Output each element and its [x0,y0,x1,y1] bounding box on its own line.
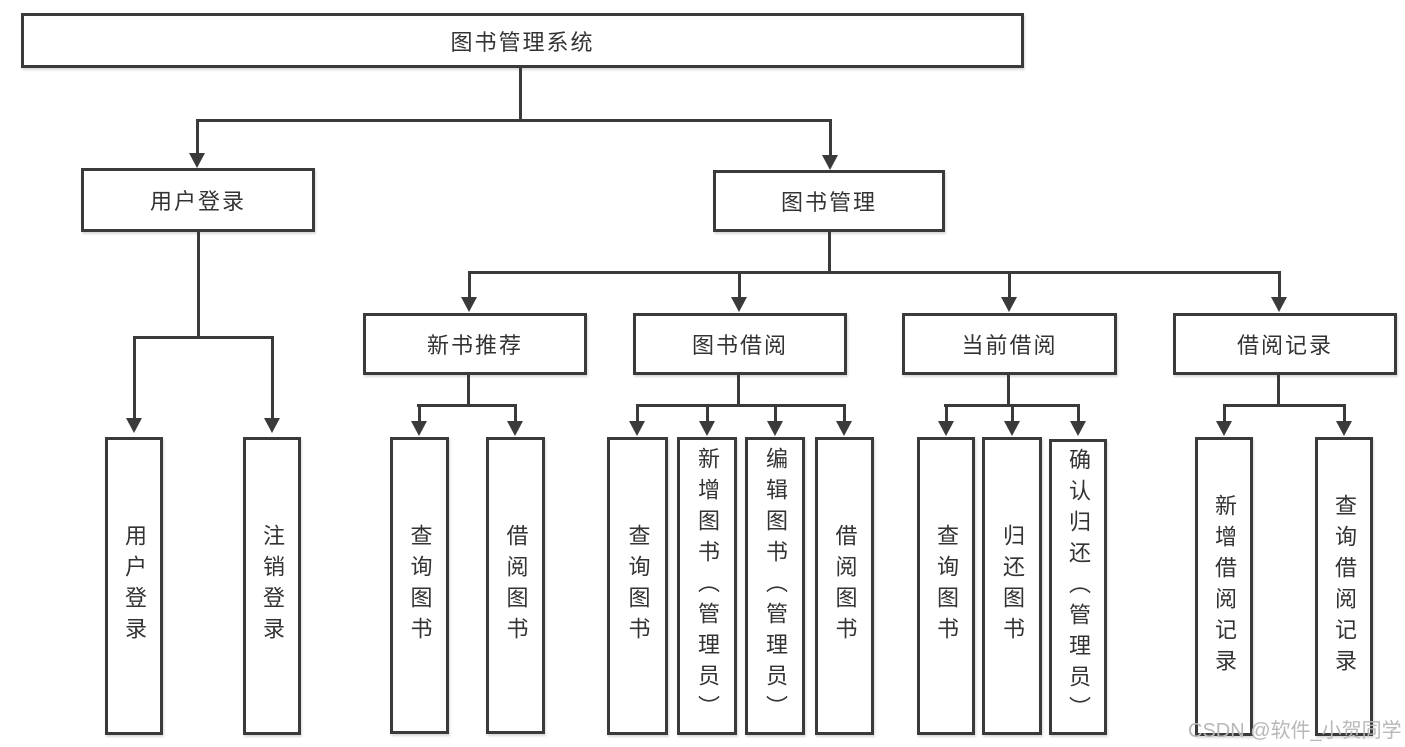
leaf-return-books-label: 归还图书 [1000,524,1025,648]
arrow-down-to-return-books [1004,404,1020,436]
arrow-down-to-edit-books [767,404,783,436]
leaf-logout-label: 注销登录 [260,524,285,648]
leaf-borrow-books-2-label: 借阅图书 [832,524,858,648]
leaf-add-books-admin: 新增图书（管理员） [677,437,737,735]
node-user-login: 用户登录 [81,168,315,232]
leaf-edit-books-admin-label: 编辑图书（管理员） [763,446,788,726]
leaf-confirm-return-admin-label: 确认归还（管理员） [1066,447,1091,727]
arrow-down-to-add-books [699,404,715,436]
node-borrow-records-label: 借阅记录 [1236,333,1333,358]
connector-book-borrow-bar [636,404,845,407]
leaf-query-books-3-label: 查询图书 [934,524,959,648]
arrow-down-to-add-borrow-record [1216,404,1232,436]
leaf-query-borrow-record-label: 查询借阅记录 [1332,493,1357,680]
node-new-book-recommend-label: 新书推荐 [426,333,523,358]
node-new-book-recommend: 新书推荐 [363,313,587,375]
node-current-borrow-label: 当前借阅 [961,333,1058,358]
leaf-user-login: 用户登录 [105,437,163,735]
node-current-borrow: 当前借阅 [902,313,1117,375]
leaf-query-books-2-label: 查询图书 [625,524,651,648]
node-book-management: 图书管理 [713,170,945,232]
arrow-down-to-query-books-2 [629,404,645,436]
connector-root-stem [519,67,522,121]
leaf-query-borrow-record: 查询借阅记录 [1315,437,1373,736]
node-root-label: 图书管理系统 [450,29,595,55]
leaf-return-books: 归还图书 [982,437,1042,735]
arrow-down-to-borrow-books-1 [507,404,523,436]
leaf-edit-books-admin: 编辑图书（管理员） [745,437,805,735]
leaf-add-borrow-record-label: 新增借阅记录 [1212,493,1237,680]
node-book-borrow-label: 图书借阅 [691,333,788,358]
leaf-borrow-books-1: 借阅图书 [486,437,545,734]
connector-new-book-bar [417,404,516,407]
connector-new-book-stem [467,374,470,406]
arrow-down-to-leaf-user-login [126,336,142,433]
connector-borrow-records-stem [1277,374,1280,406]
leaf-confirm-return-admin: 确认归还（管理员） [1049,439,1107,735]
leaf-borrow-books-1-label: 借阅图书 [503,523,529,648]
arrow-down-to-current-borrow [1001,271,1017,312]
connector-user-login-bar [133,336,274,339]
arrow-down-to-leaf-logout [264,336,280,433]
watermark: CSDN @软件_小贺同学 [1188,720,1402,742]
leaf-borrow-books-2: 借阅图书 [815,437,874,735]
connector-book-management-stem [828,231,831,273]
connector-book-borrow-stem [737,374,740,406]
leaf-add-borrow-record: 新增借阅记录 [1195,437,1253,736]
arrow-down-to-book-management [822,119,838,170]
leaf-query-books-2: 查询图书 [607,437,668,735]
arrow-down-to-query-books-1 [411,404,427,436]
node-borrow-records: 借阅记录 [1173,313,1397,375]
leaf-query-books-3: 查询图书 [917,437,975,735]
arrow-down-to-query-borrow-record [1336,404,1352,436]
connector-current-borrow-stem [1007,374,1010,406]
arrow-down-to-book-borrow [731,271,747,312]
leaf-user-login-label: 用户登录 [122,524,147,648]
node-book-borrow: 图书借阅 [633,313,847,375]
arrow-down-to-borrow-records [1271,271,1287,312]
node-root: 图书管理系统 [21,13,1024,68]
arrow-down-to-user-login [189,119,205,168]
connector-user-login-stem [197,231,200,338]
connector-borrow-records-bar [1223,404,1345,407]
arrow-down-to-confirm-return [1070,404,1086,436]
leaf-query-books-1: 查询图书 [390,437,449,734]
connector-root-bar [196,119,831,122]
arrow-down-to-query-books-3 [938,404,954,436]
leaf-add-books-admin-label: 新增图书（管理员） [695,446,720,726]
arrow-down-to-borrow-books-2 [836,404,852,436]
leaf-logout: 注销登录 [243,437,301,735]
leaf-query-books-1-label: 查询图书 [407,523,433,648]
node-user-login-label: 用户登录 [149,189,246,214]
connector-book-management-bar [468,271,1281,274]
arrow-down-to-new-book-recommend [461,271,477,312]
node-book-management-label: 图书管理 [780,190,877,215]
